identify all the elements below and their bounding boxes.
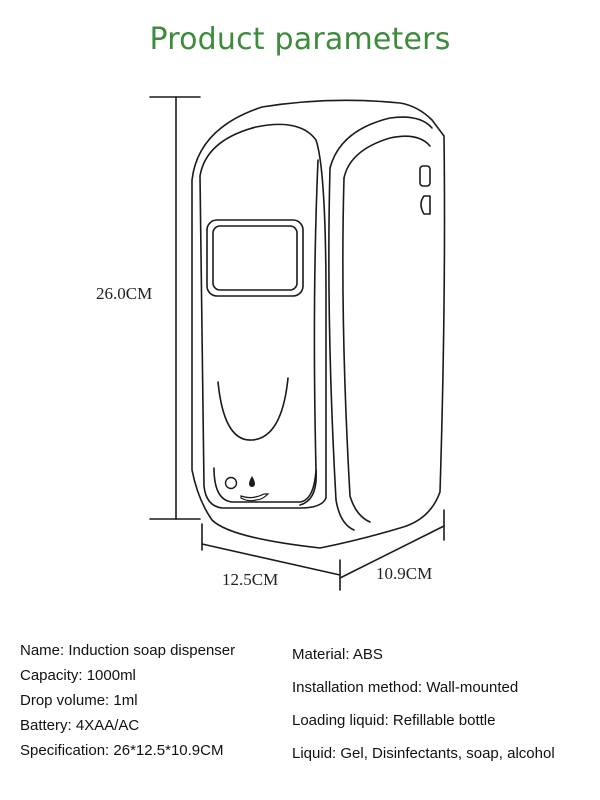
spec-material: Material: ABS — [292, 646, 383, 663]
side-key — [420, 195, 431, 215]
front-panel-edge — [299, 159, 319, 506]
drop-icon — [249, 476, 255, 487]
window-outer — [206, 219, 304, 297]
front-u-curve — [217, 377, 289, 441]
width-dimension-label: 12.5CM — [222, 570, 279, 589]
side-switch — [419, 165, 431, 187]
specs-right-column: Material: ABS Installation method: Wall-… — [292, 638, 555, 770]
dispenser-illustration — [149, 96, 446, 591]
spec-capacity: Capacity: 1000ml — [20, 667, 136, 684]
side-panel-top — [329, 116, 433, 169]
page-title: Product parameters — [149, 22, 451, 57]
spec-battery: Battery: 4XAA/AC — [20, 717, 140, 734]
side-panel-edge — [328, 167, 355, 531]
depth-dim-line — [339, 525, 445, 579]
hand-icon — [240, 493, 270, 502]
spec-drop-volume: Drop volume: 1ml — [20, 692, 138, 709]
dispenser-outer-shell — [191, 99, 446, 549]
spec-specification: Specification: 26*12.5*10.9CM — [20, 742, 224, 759]
side-panel-inner-edge — [342, 177, 371, 523]
window-inner — [212, 225, 298, 291]
width-dim-line — [201, 543, 341, 576]
specs-left-column: Name: Induction soap dispenser Capacity:… — [20, 638, 235, 763]
spec-loading-liquid: Loading liquid: Refillable bottle — [292, 712, 496, 729]
bottom-tray — [213, 467, 317, 503]
spec-liquid: Liquid: Gel, Disinfectants, soap, alcoho… — [292, 745, 555, 762]
sensor-icon — [224, 476, 238, 490]
spec-name: Name: Induction soap dispenser — [20, 642, 236, 659]
side-panel-inner-top — [343, 135, 431, 179]
dispenser-front-panel — [199, 123, 327, 509]
depth-dimension-label: 10.9CM — [376, 564, 433, 583]
height-dimension-label: 26.0CM — [96, 284, 153, 303]
spec-installation: Installation method: Wall-mounted — [292, 679, 519, 696]
